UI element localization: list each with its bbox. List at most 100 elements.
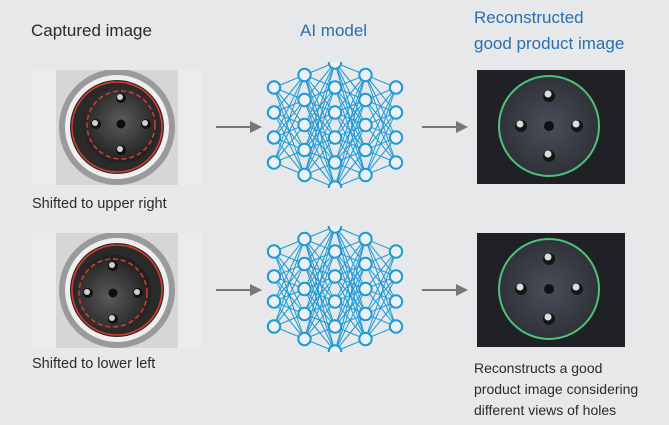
network-connection [273,263,305,327]
captured-image-header: Captured image [31,21,152,40]
network-node [358,167,373,183]
network-node [297,92,312,108]
network-node [297,281,312,297]
neural-network-icon [266,226,404,352]
network-node [358,117,373,133]
network-node [297,167,312,183]
network-connection [334,74,366,113]
network-connection [273,238,305,277]
network-connection [365,112,397,176]
network-connection [334,238,366,302]
network-connection [334,263,366,352]
network-connection [304,301,336,340]
arrow-right-icon [216,121,262,133]
reconstructed-header-line1: Reconstructed [474,8,584,27]
network-connection [334,238,366,327]
network-connection [304,62,336,126]
network-node [327,180,343,188]
network-connection [273,288,305,327]
network-node [358,92,373,108]
network-connection [334,238,366,277]
network-node [297,117,312,133]
network-node [358,67,373,83]
network-connection [365,137,397,176]
network-connection [273,99,305,163]
network-node [358,142,373,158]
network-connection [304,62,336,151]
network-node [266,105,282,120]
network-connection [304,87,336,176]
network-node [358,281,373,297]
network-node [388,269,404,284]
reconstructed-photo-1 [477,70,625,184]
network-node [327,294,343,309]
network-node [266,130,282,145]
network-node [297,231,312,247]
network-connection [365,301,397,340]
network-node [358,306,373,322]
network-connection [334,74,366,163]
reconstruction-note-line2: product image considering [474,381,639,397]
network-connection [365,87,397,151]
network-node [266,155,282,170]
network-node [358,331,373,347]
network-connection [334,313,366,352]
reconstructed-photo-2 [477,233,625,347]
network-node [297,256,312,272]
network-node [266,294,282,309]
network-node [388,155,404,170]
network-connection [365,87,397,126]
arrow-right-icon [216,284,262,296]
captured-photo-upper-right [32,70,202,185]
network-connection [304,137,336,176]
network-node [266,80,282,95]
arrow-right-icon [422,121,468,133]
network-connection [273,74,305,163]
network-node [266,244,282,259]
network-connection [334,74,366,188]
network-connection [304,226,336,290]
network-connection [365,251,397,315]
network-node [266,319,282,334]
network-connection [334,74,366,138]
network-connection [304,251,336,340]
caption-upper-right: Shifted to upper right [32,196,167,212]
network-connection [365,87,397,176]
network-connection [365,276,397,340]
network-node [327,344,343,352]
network-connection [334,149,366,188]
network-connection [304,226,336,340]
network-connection [304,226,336,265]
network-node [388,319,404,334]
network-connection [334,288,366,352]
network-connection [334,238,366,352]
network-connection [304,112,336,176]
caption-lower-left: Shifted to lower left [32,356,156,372]
network-connection [365,251,397,290]
arrow-right-icon [422,284,468,296]
reconstruction-note-line1: Reconstructs a good [474,360,603,376]
network-node [327,62,343,70]
network-node [327,155,343,170]
network-node [297,142,312,158]
network-node [358,256,373,272]
network-connection [334,99,366,188]
network-connection [334,124,366,188]
network-connection [304,276,336,340]
network-node [327,105,343,120]
neural-network-icon [266,62,404,188]
network-node [297,331,312,347]
network-node [327,80,343,95]
ai-model-header: AI model [300,21,368,40]
network-connection [365,251,397,340]
reconstructed-header-line2: good product image [474,34,625,53]
network-node [358,231,373,247]
network-connection [273,238,305,302]
network-node [327,244,343,259]
network-connection [304,226,336,315]
network-connection [273,74,305,113]
network-node [388,105,404,120]
network-node [297,306,312,322]
network-connection [273,124,305,163]
network-node [327,130,343,145]
